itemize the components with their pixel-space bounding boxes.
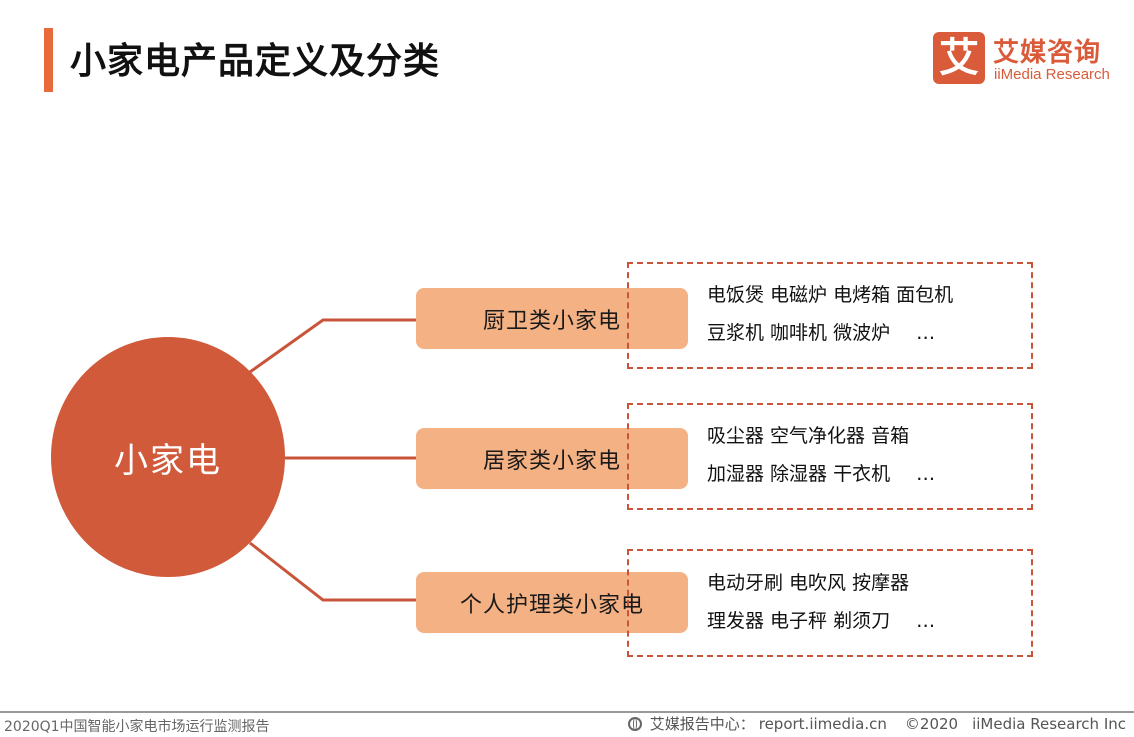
- footer-center-label: 艾媒报告中心：: [649, 715, 755, 733]
- title-accent-bar: [44, 28, 53, 92]
- items-line: 加湿器 除湿器 干衣机 …: [707, 455, 935, 493]
- logo-english-name: iiMedia Research: [994, 66, 1110, 83]
- items-box-personal-care: [627, 549, 1033, 657]
- category-label: 厨卫类小家电: [482, 308, 621, 334]
- category-personal-care: 个人护理类小家电: [416, 572, 688, 633]
- category-kitchen: 厨卫类小家电: [416, 288, 688, 349]
- items-home: 吸尘器 空气净化器 音箱 加湿器 除湿器 干衣机 …: [707, 417, 935, 493]
- items-box-kitchen: [627, 262, 1033, 369]
- root-label: 小家电: [114, 440, 222, 481]
- page-title: 小家电产品定义及分类: [70, 41, 441, 82]
- items-text: 豆浆机 咖啡机 微波炉: [707, 322, 891, 344]
- footer-org: iiMedia Research Inc: [972, 714, 1126, 733]
- footer-source: 艾媒报告中心： report.iimedia.cn ©2020 iiMedia …: [627, 713, 1126, 734]
- root-node: 小家电: [51, 337, 285, 577]
- ellipsis: …: [916, 322, 936, 344]
- items-line: 吸尘器 空气净化器 音箱: [707, 425, 910, 447]
- ellipsis: …: [916, 463, 936, 485]
- ellipsis: …: [916, 610, 936, 632]
- category-home: 居家类小家电: [416, 428, 688, 489]
- footer-site-link[interactable]: report.iimedia.cn: [758, 714, 887, 733]
- items-box-home: [627, 403, 1033, 510]
- footer-copyright: ©2020: [904, 714, 959, 733]
- items-line: 电动牙刷 电吹风 按摩器: [707, 572, 910, 594]
- logo-name: 艾媒咨询: [993, 38, 1102, 68]
- items-personal-care: 电动牙刷 电吹风 按摩器 理发器 电子秤 剃须刀 …: [707, 564, 935, 640]
- globe-icon: [627, 716, 642, 731]
- items-kitchen: 电饭煲 电磁炉 电烤箱 面包机 豆浆机 咖啡机 微波炉 …: [707, 276, 953, 352]
- connector-personal: [249, 541, 416, 602]
- connector-kitchen: [249, 318, 416, 374]
- items-line: 理发器 电子秤 剃须刀 …: [707, 602, 935, 640]
- logo-mark: 艾: [933, 32, 985, 84]
- items-line: 豆浆机 咖啡机 微波炉 …: [707, 314, 953, 352]
- brand-logo: 艾 艾媒咨询 iiMedia Research: [933, 32, 1113, 84]
- footer-divider: [0, 711, 1134, 713]
- category-label: 个人护理类小家电: [459, 592, 644, 618]
- items-line: 电饭煲 电磁炉 电烤箱 面包机: [707, 284, 954, 306]
- category-label: 居家类小家电: [482, 448, 621, 474]
- items-text: 加湿器 除湿器 干衣机: [707, 463, 891, 485]
- footer-report-name: 2020Q1中国智能小家电市场运行监测报告: [4, 719, 270, 735]
- items-text: 理发器 电子秤 剃须刀: [707, 610, 891, 632]
